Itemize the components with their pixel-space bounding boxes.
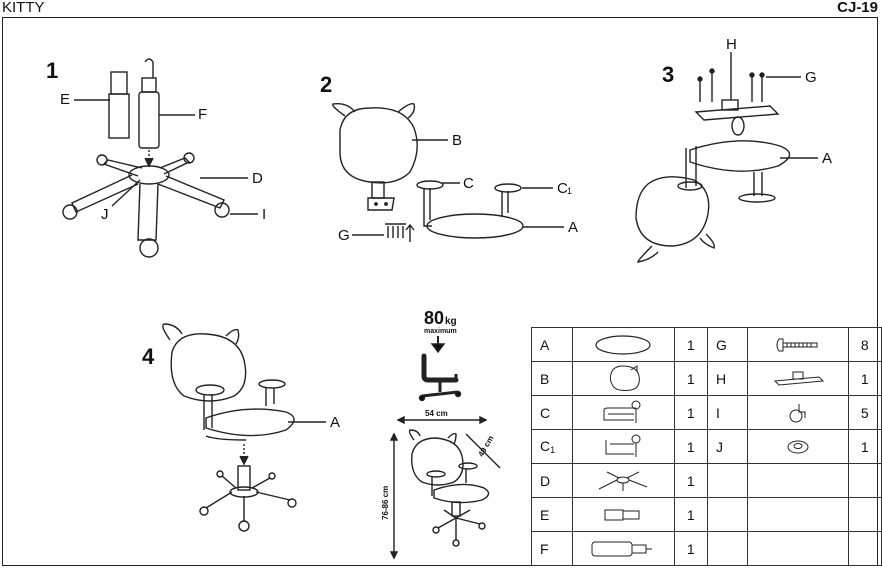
part-g-screw-icon xyxy=(746,327,849,362)
table-row: F 1 xyxy=(531,531,882,566)
table-row: E 1 xyxy=(531,497,882,532)
part-j-ring-icon xyxy=(746,429,849,464)
step-3-label-a: A xyxy=(822,150,832,167)
part-i-caster-icon xyxy=(746,395,849,430)
step-1-number: 1 xyxy=(46,58,58,83)
part-h-mechanism-icon xyxy=(746,361,849,396)
part-b-drawing xyxy=(332,102,418,211)
part-c-icon xyxy=(571,395,675,430)
step-4-number: 4 xyxy=(142,344,155,369)
step-2-label-c1-sub: 1 xyxy=(567,186,572,196)
step-2-number: 2 xyxy=(320,72,332,97)
max-load-caption: maximum xyxy=(424,328,457,335)
part-f-cylinder-icon xyxy=(571,531,675,566)
step-2-label-c1: C xyxy=(557,180,568,197)
part-key: F xyxy=(531,531,573,566)
part-key: C xyxy=(531,395,573,430)
part-c1-icon xyxy=(571,429,675,464)
step-1-label-i: I xyxy=(262,206,266,223)
empty-cell xyxy=(847,497,882,532)
part-a-icon xyxy=(571,327,675,362)
table-row: B 1 H 1 xyxy=(531,361,882,396)
empty-cell xyxy=(706,531,748,566)
product-code: CJ-19 xyxy=(837,0,878,16)
step-2-label-b: B xyxy=(452,132,462,149)
part-qty: 1 xyxy=(673,497,708,532)
empty-cell xyxy=(746,497,849,532)
step-1-label-e: E xyxy=(60,91,70,108)
part-key: D xyxy=(531,463,573,498)
part-qty: 8 xyxy=(847,327,882,362)
empty-cell xyxy=(706,463,748,498)
part-d-drawing xyxy=(62,152,230,258)
step-2-illustration: 2 B C xyxy=(320,72,578,244)
part-qty: 1 xyxy=(847,361,882,396)
step-2-screws xyxy=(385,223,415,242)
step-3-illustration: 3 H G A xyxy=(635,36,832,263)
part-key: G xyxy=(706,327,748,362)
part-key: I xyxy=(706,395,748,430)
part-e-drawing xyxy=(108,71,130,139)
part-f-drawing xyxy=(138,58,160,168)
table-row: D 1 xyxy=(531,463,882,498)
part-key-letter: C xyxy=(540,438,551,454)
step-3-label-g: G xyxy=(805,69,817,86)
empty-cell xyxy=(746,463,849,498)
max-load-icon: 80 kg maximum xyxy=(418,308,462,402)
empty-cell xyxy=(746,531,849,566)
dimension-depth: 49 cm xyxy=(476,434,495,458)
part-d-base-icon xyxy=(571,463,675,498)
empty-cell xyxy=(847,531,882,566)
step-1-label-d: D xyxy=(252,170,263,187)
empty-cell xyxy=(847,463,882,498)
instruction-sheet-frame xyxy=(2,17,878,566)
part-qty: 1 xyxy=(673,395,708,430)
step-1-label-f: F xyxy=(198,106,207,123)
step-3-number: 3 xyxy=(662,62,674,87)
part-key: H xyxy=(706,361,748,396)
part-key-subscript: 1 xyxy=(550,445,556,455)
parts-table: A 1 G 8 B 1 H 1 C xyxy=(531,327,882,566)
max-load-value: 80 xyxy=(424,308,444,328)
step-3-label-h: H xyxy=(726,36,737,53)
empty-cell xyxy=(706,497,748,532)
step-2-label-c: C xyxy=(463,175,474,192)
part-e-sleeve-icon xyxy=(571,497,675,532)
part-key: E xyxy=(531,497,573,532)
part-b-icon xyxy=(571,361,675,396)
part-qty: 1 xyxy=(673,327,708,362)
part-a-drawing xyxy=(426,213,524,239)
part-key: A xyxy=(531,327,573,362)
part-c1-drawing xyxy=(494,183,522,217)
step-3-chair-body xyxy=(635,140,791,263)
model-name: KITTY xyxy=(2,0,45,16)
table-row: C1 1 J 1 xyxy=(531,429,882,464)
part-key: C1 xyxy=(531,429,573,464)
part-qty: 1 xyxy=(673,361,708,396)
part-qty: 1 xyxy=(673,429,708,464)
dimension-width: 54 cm xyxy=(425,409,448,418)
step-1-label-j: J xyxy=(101,206,109,223)
dimensions-drawing: 54 cm 49 cm 76-86 cm xyxy=(381,409,501,560)
step-4-label-a: A xyxy=(330,414,340,431)
max-load-unit: kg xyxy=(445,316,457,327)
part-qty: 1 xyxy=(847,429,882,464)
step-1-illustration: 1 E F D xyxy=(46,58,266,258)
table-row: C 1 I 5 xyxy=(531,395,882,430)
part-h-drawing xyxy=(694,99,780,136)
part-qty: 5 xyxy=(847,395,882,430)
part-key: B xyxy=(531,361,573,396)
step-2-label-a: A xyxy=(568,219,578,236)
step-2-label-g: G xyxy=(338,227,350,244)
dimension-height: 76-86 cm xyxy=(381,486,390,520)
part-key: J xyxy=(706,429,748,464)
table-row: A 1 G 8 xyxy=(531,327,882,362)
part-c-drawing xyxy=(416,180,444,227)
part-qty: 1 xyxy=(673,531,708,566)
step-3-screws xyxy=(697,52,765,102)
part-qty: 1 xyxy=(673,463,708,498)
step-4-illustration: 4 A xyxy=(142,323,340,532)
